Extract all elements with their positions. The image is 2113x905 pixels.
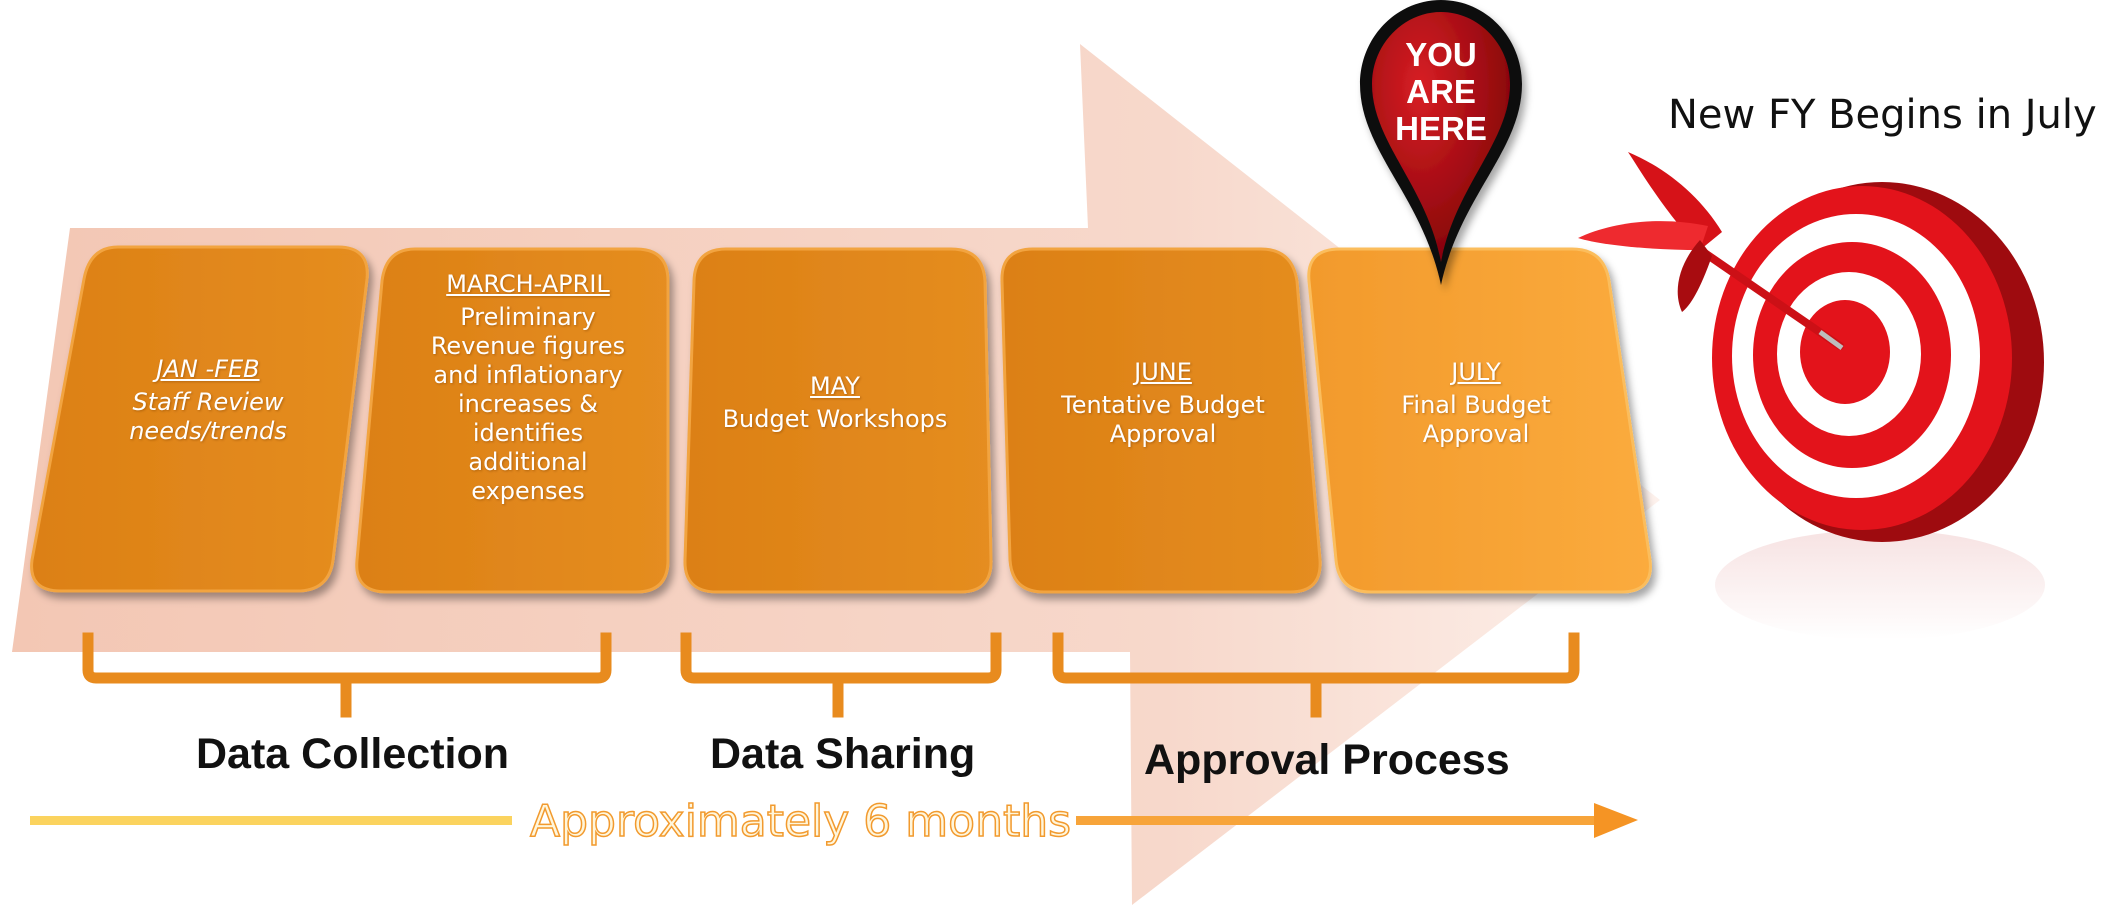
- dartboard-target-icon: [1578, 152, 2045, 640]
- stage-text-june: JUNE Tentative Budget Approval: [1033, 358, 1293, 449]
- stage-description: Tentative Budget Approval: [1061, 391, 1265, 448]
- stage-card-march-april: [355, 247, 670, 594]
- duration-line-left: [30, 816, 512, 825]
- bracket-data-sharing: [680, 632, 1002, 718]
- stage-description: Final Budget Approval: [1401, 391, 1551, 448]
- stage-text-july: JULY Final Budget Approval: [1351, 358, 1601, 449]
- stage-text-jan-feb: JAN -FEB Staff Review needs/trends: [98, 355, 318, 446]
- you-are-here-label: YOU ARE HERE: [1395, 36, 1487, 147]
- dart-tip: [1818, 329, 1844, 351]
- duration-line-right: [1076, 816, 1598, 825]
- bracket-data-collection: [82, 632, 612, 718]
- stage-text-may: MAY Budget Workshops: [705, 372, 965, 434]
- stage-title: JAN -FEB: [156, 355, 260, 383]
- phase-label-data-collection: Data Collection: [196, 730, 509, 778]
- dart-flight-bottom: [1677, 240, 1712, 312]
- stage-text-march-april: MARCH-APRIL Preliminary Revenue figures …: [408, 270, 648, 506]
- stage-description: Budget Workshops: [722, 405, 948, 433]
- new-fy-label: New FY Begins in July: [1668, 92, 2097, 138]
- duration-arrowhead: [1594, 803, 1638, 838]
- stage-description: Preliminary Revenue figures and inflatio…: [430, 303, 626, 505]
- stage-card-may: [683, 247, 993, 594]
- phase-brackets: [82, 632, 1580, 718]
- stage-title: JULY: [1451, 358, 1501, 386]
- stage-title: JUNE: [1134, 358, 1192, 386]
- stage-title: MARCH-APRIL: [446, 270, 610, 298]
- phase-label-data-sharing: Data Sharing: [710, 730, 976, 778]
- duration-label: Approximately 6 months: [529, 795, 1072, 848]
- stage-title: MAY: [810, 372, 860, 400]
- target-reflection: [1715, 530, 2045, 640]
- stage-card-june: [1000, 247, 1322, 594]
- bracket-approval-process: [1052, 632, 1580, 718]
- stage-card-jan-feb: [30, 245, 369, 593]
- stage-cards: [30, 245, 1652, 594]
- stage-card-july: [1307, 247, 1652, 594]
- stage-description: Staff Review needs/trends: [129, 388, 287, 445]
- map-pin-icon: [1360, 0, 1522, 285]
- dart-flight-left: [1578, 221, 1708, 250]
- duration-arrow: [30, 803, 1638, 838]
- phase-label-approval-process: Approval Process: [1144, 736, 1510, 784]
